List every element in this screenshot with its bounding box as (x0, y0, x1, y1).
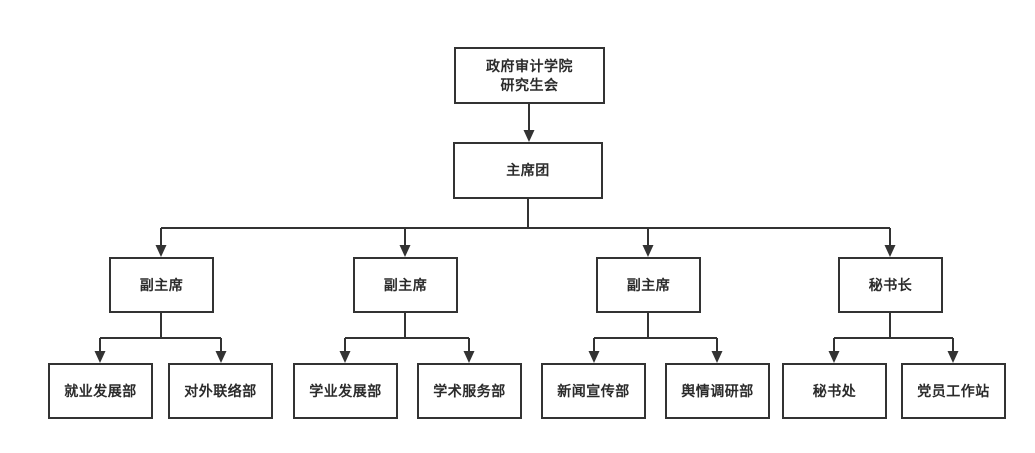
org-node-label: 学术服务部 (433, 382, 506, 399)
org-node-label: 对外联络部 (184, 382, 257, 399)
org-node-party-member-workstation: 党员工作站 (901, 363, 1006, 419)
org-node-secretary-general: 秘书长 (838, 257, 943, 313)
connector-root-to-presidium (523, 104, 535, 142)
org-node-label: 秘书长 (868, 276, 913, 293)
org-node-label: 副主席 (139, 276, 184, 293)
org-node-label: 舆情调研部 (681, 382, 754, 399)
org-node-presidium: 主席团 (453, 142, 603, 199)
org-node-label: 副主席 (626, 276, 671, 293)
org-node-label: 副主席 (383, 276, 428, 293)
org-node-dept-external-liaison: 对外联络部 (168, 363, 273, 419)
org-node-vice-chair-2: 副主席 (353, 257, 458, 313)
org-node-label: 党员工作站 (917, 382, 990, 399)
connector-secgen-to-depts (828, 313, 959, 363)
org-node-dept-academic-development: 学业发展部 (293, 363, 398, 419)
org-node-label: 主席团 (506, 162, 550, 178)
org-node-label: 新闻宣传部 (557, 382, 630, 399)
org-node-root: 政府审计学院 研究生会 (454, 47, 605, 104)
org-node-label: 秘书处 (812, 382, 857, 399)
org-node-dept-employment-development: 就业发展部 (48, 363, 153, 419)
org-node-label: 政府审计学院 研究生会 (486, 57, 573, 93)
org-node-vice-chair-3: 副主席 (596, 257, 701, 313)
connector-vice2-to-depts (339, 313, 475, 363)
org-node-secretariat: 秘书处 (782, 363, 887, 419)
connector-presidium-to-branches (155, 199, 896, 257)
connector-vice3-to-depts (588, 313, 723, 363)
org-node-label: 学业发展部 (309, 382, 382, 399)
org-node-dept-news-publicity: 新闻宣传部 (541, 363, 646, 419)
org-node-label: 就业发展部 (64, 382, 137, 399)
org-node-dept-academic-service: 学术服务部 (417, 363, 522, 419)
org-node-dept-public-opinion-research: 舆情调研部 (665, 363, 770, 419)
org-node-vice-chair-1: 副主席 (109, 257, 214, 313)
connector-vice1-to-depts (94, 313, 227, 363)
